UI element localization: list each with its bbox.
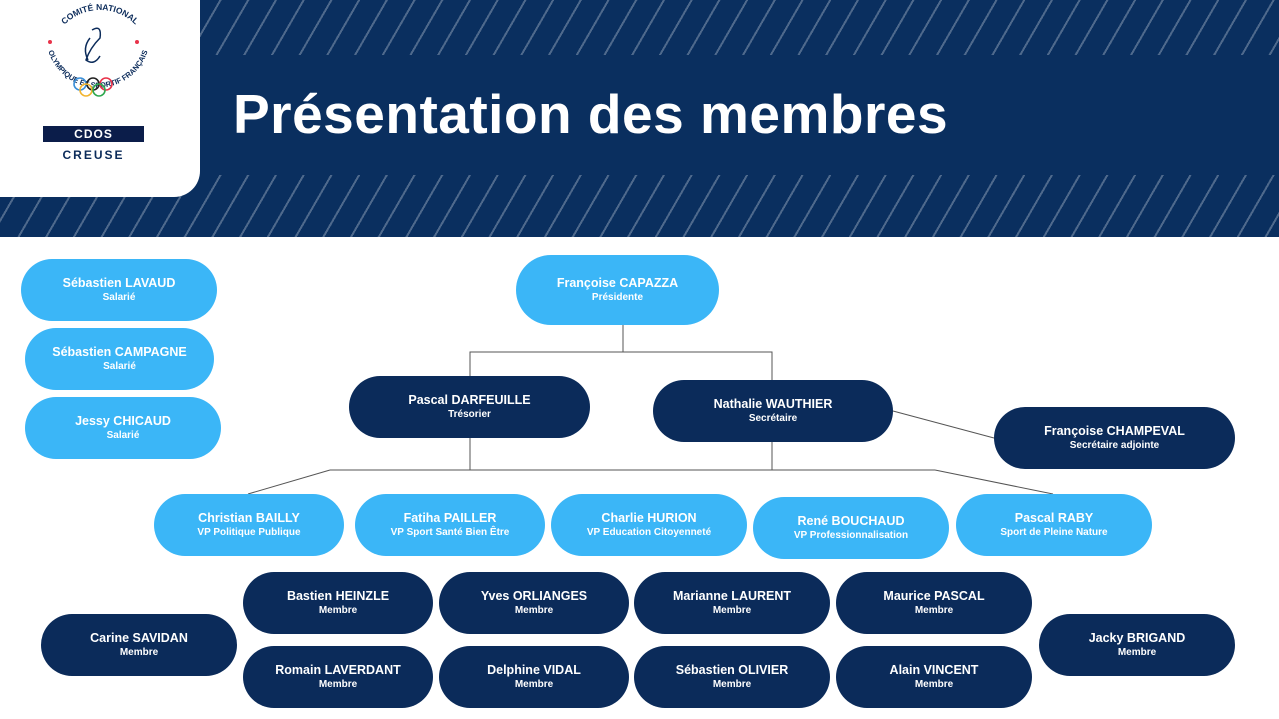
header-banner: COMITÉ NATIONAL OLYMPIQUE ET SPORTIF FRA… bbox=[0, 0, 1279, 237]
logo-subtitle: CREUSE bbox=[62, 148, 125, 162]
member-role: VP Education Citoyenneté bbox=[586, 526, 712, 538]
member-name: Françoise CAPAZZA bbox=[556, 275, 679, 290]
member-role: VP Sport Santé Bien Être bbox=[390, 526, 510, 538]
member-role: Salarié bbox=[103, 360, 136, 372]
logo-ring-top: COMITÉ NATIONAL bbox=[59, 2, 141, 26]
member-role: Membre bbox=[914, 678, 954, 690]
header-stripes-bottom bbox=[0, 175, 1279, 237]
member-role: Présidente bbox=[591, 291, 644, 303]
member-name: Alain VINCENT bbox=[889, 662, 979, 677]
cnosf-logo-icon: COMITÉ NATIONAL OLYMPIQUE ET SPORTIF FRA… bbox=[43, 2, 150, 142]
member-name: Delphine VIDAL bbox=[487, 662, 581, 677]
member-name: Fatiha PAILLER bbox=[403, 510, 497, 525]
cdos-logo: COMITÉ NATIONAL OLYMPIQUE ET SPORTIF FRA… bbox=[0, 0, 200, 197]
member-name: Jessy CHICAUD bbox=[75, 413, 171, 428]
member-role: Membre bbox=[712, 678, 752, 690]
member-role: Membre bbox=[712, 604, 752, 616]
logo-badge: CDOS bbox=[74, 127, 113, 141]
member-name: Sébastien LAVAUD bbox=[62, 275, 176, 290]
member-name: Sébastien CAMPAGNE bbox=[52, 344, 187, 359]
member-name: Maurice PASCAL bbox=[883, 588, 985, 603]
member-name: René BOUCHAUD bbox=[797, 513, 905, 528]
member-name: Nathalie WAUTHIER bbox=[713, 396, 833, 411]
member-name: Romain LAVERDANT bbox=[275, 662, 401, 677]
member-name: Carine SAVIDAN bbox=[90, 630, 188, 645]
member-name: Françoise CHAMPEVAL bbox=[1044, 423, 1185, 438]
page-title: Présentation des membres bbox=[233, 83, 949, 145]
member-role: Salarié bbox=[106, 429, 140, 441]
member-name: Pascal DARFEUILLE bbox=[408, 392, 531, 407]
member-role: Secrétaire adjointe bbox=[1069, 439, 1160, 451]
member-name: Charlie HURION bbox=[601, 510, 697, 525]
member-name: Yves ORLIANGES bbox=[480, 588, 588, 603]
member-name: Christian BAILLY bbox=[198, 510, 300, 525]
header-stripes-top bbox=[0, 0, 1279, 55]
member-role: Membre bbox=[318, 604, 358, 616]
member-role: Salarié bbox=[102, 291, 136, 303]
member-role: Membre bbox=[119, 646, 159, 658]
member-role: Membre bbox=[1117, 646, 1157, 658]
member-name: Bastien HEINZLE bbox=[286, 588, 390, 603]
member-role: VP Professionnalisation bbox=[793, 529, 909, 541]
svg-text:COMITÉ NATIONAL: COMITÉ NATIONAL bbox=[59, 2, 141, 26]
member-name: Jacky BRIGAND bbox=[1088, 630, 1186, 645]
member-role: VP Politique Publique bbox=[197, 526, 301, 538]
member-role: Secrétaire bbox=[748, 412, 798, 424]
member-role: Membre bbox=[914, 604, 954, 616]
member-name: Pascal RABY bbox=[1014, 510, 1094, 525]
member-role: Membre bbox=[318, 678, 358, 690]
member-role: Membre bbox=[514, 678, 554, 690]
member-role: Sport de Pleine Nature bbox=[1000, 526, 1108, 538]
member-role: Trésorier bbox=[448, 408, 491, 420]
member-name: Sébastien OLIVIER bbox=[675, 662, 789, 677]
member-role: Membre bbox=[514, 604, 554, 616]
member-name: Marianne LAURENT bbox=[672, 588, 792, 603]
